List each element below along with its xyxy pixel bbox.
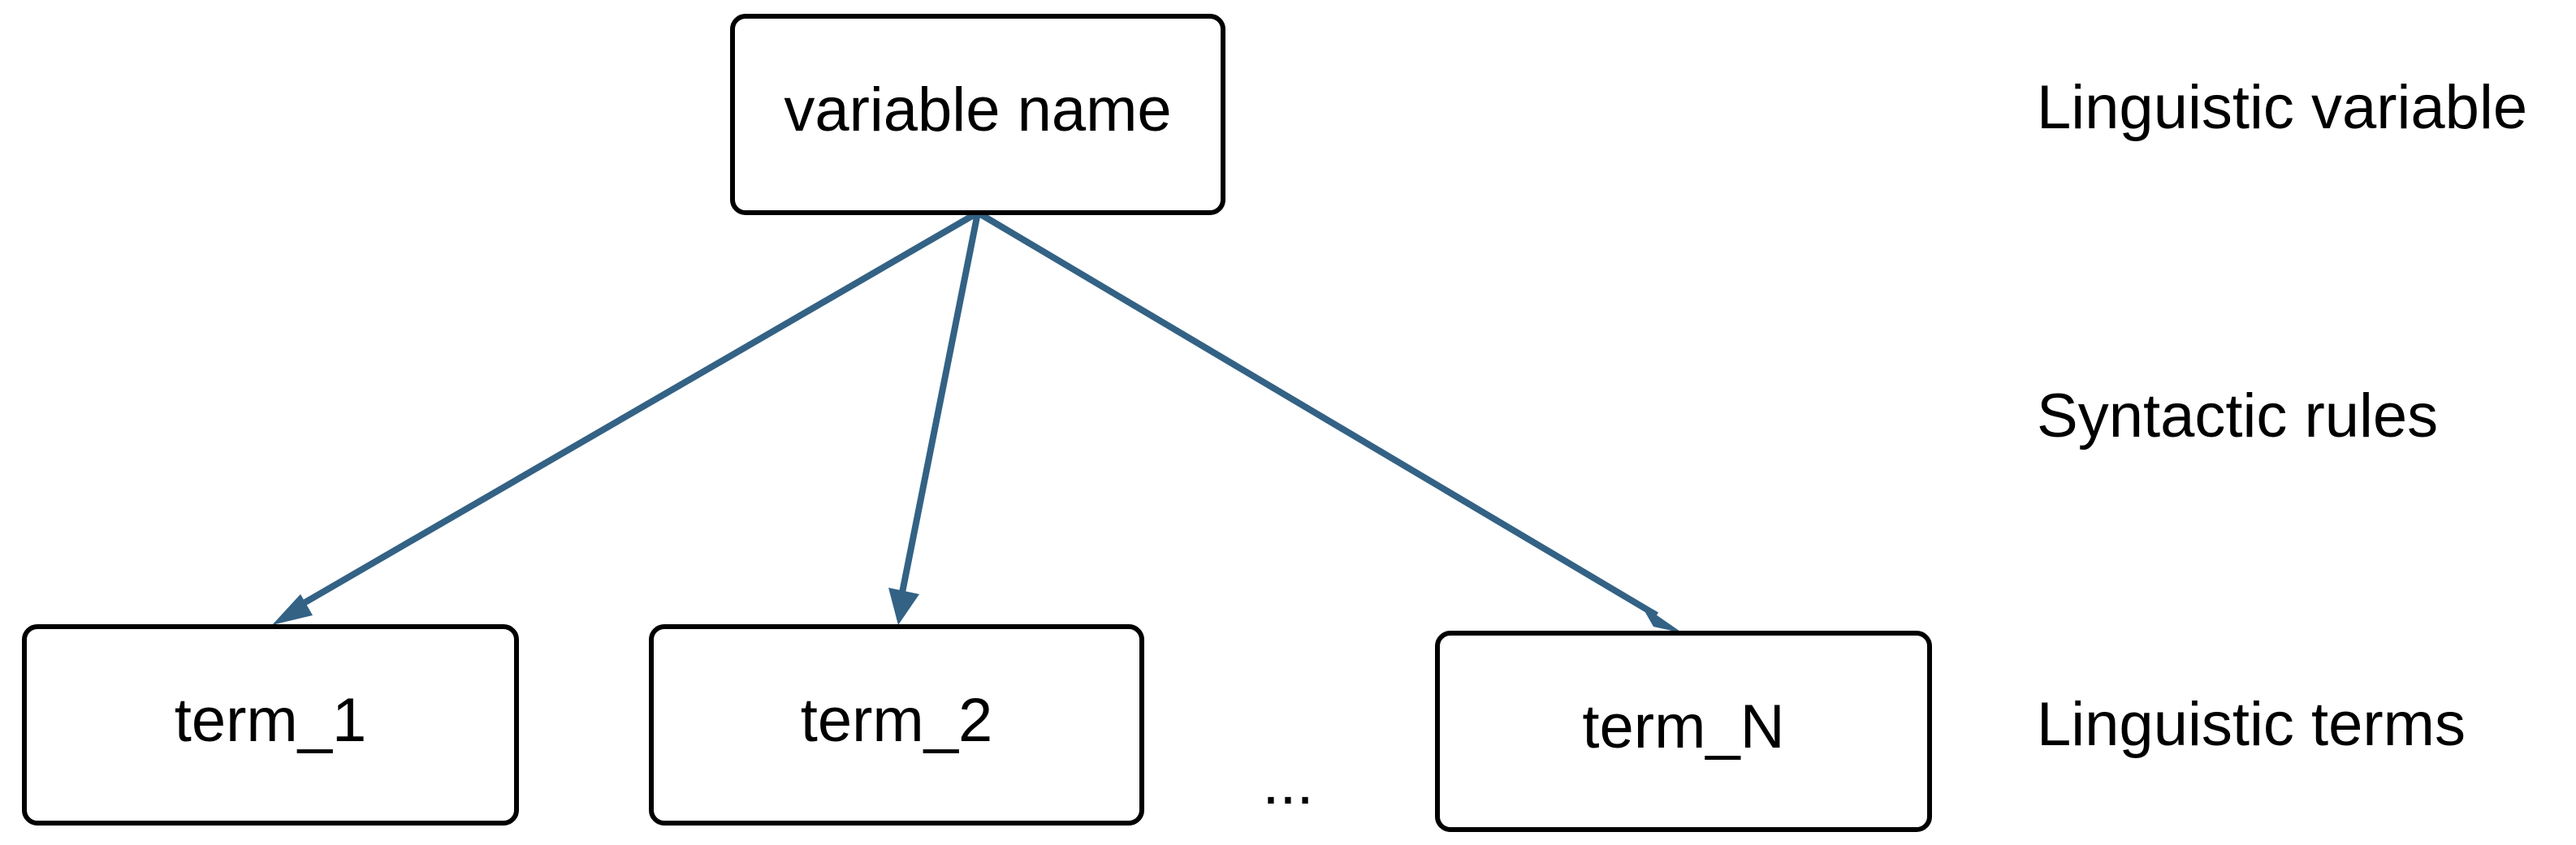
- edge-root-to-term-2: [898, 212, 981, 597]
- arrowhead-term-n: [1640, 604, 1683, 633]
- edges: [272, 209, 1683, 633]
- node-term-1-label: term_1: [175, 686, 367, 755]
- node-term-2-box: [649, 624, 1144, 826]
- level-label-linguistic-terms: Linguistic terms: [2037, 690, 2466, 759]
- node-variable-name-label: variable name: [784, 75, 1171, 144]
- edge-root-to-term-1: [292, 209, 980, 612]
- node-term-2: term_2: [649, 624, 1144, 826]
- arrowhead-term-2: [888, 588, 919, 625]
- level-labels: Linguistic variable Syntactic rules Ling…: [2037, 73, 2527, 759]
- ellipsis: ...: [1262, 748, 1313, 817]
- node-term-2-label: term_2: [801, 686, 993, 755]
- node-term-n-box: [1435, 631, 1932, 832]
- node-variable-name-box: [730, 14, 1225, 215]
- node-term-n-label: term_N: [1582, 692, 1784, 761]
- node-term-n: term_N: [1435, 631, 1932, 832]
- node-variable-name: variable name: [730, 14, 1225, 215]
- level-label-syntactic-rules: Syntactic rules: [2037, 382, 2438, 451]
- node-term-1: term_1: [22, 624, 519, 826]
- edge-root-to-term-n: [975, 209, 1659, 619]
- arrowhead-term-1: [272, 594, 313, 625]
- node-term-1-box: [22, 624, 519, 826]
- level-label-linguistic-variable: Linguistic variable: [2037, 73, 2527, 142]
